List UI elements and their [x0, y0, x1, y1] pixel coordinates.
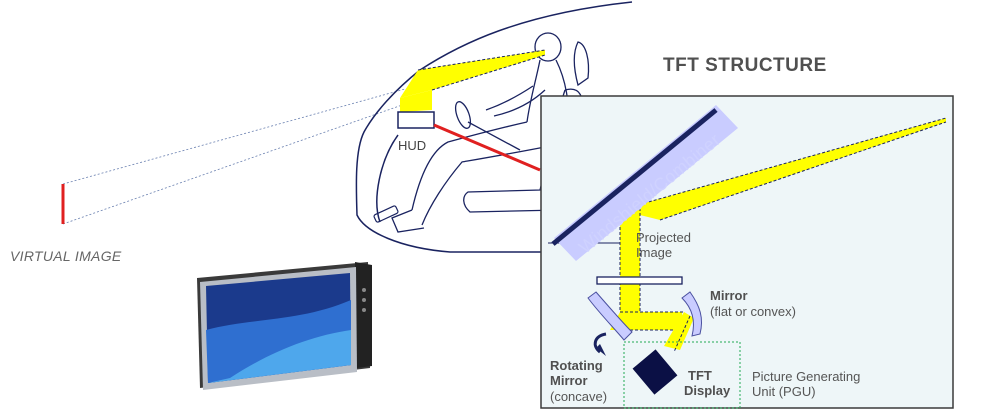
hud-line: [433, 123, 541, 172]
mirror-sublabel: (flat or convex): [710, 304, 796, 319]
monitor-button-icon: [362, 298, 366, 302]
projected-image-label-2: Image: [636, 245, 673, 260]
pedal: [373, 205, 399, 223]
tft-display-block: [632, 349, 678, 395]
hud-beam: [400, 49, 546, 112]
windshield-combiner: [551, 105, 738, 261]
driver-figure: [391, 32, 570, 233]
car-outline: [355, 1, 633, 253]
panel-beam: [610, 117, 947, 353]
hud-label: HUD: [398, 138, 427, 153]
pgu-label-1: Picture Generating: [752, 369, 861, 384]
pgu-label-2: Unit (PGU): [752, 384, 816, 399]
hud-unit: [397, 111, 435, 129]
virtual-image-projection: [61, 88, 406, 225]
pgu-box: [623, 341, 741, 409]
monitor-button-icon: [362, 288, 366, 292]
flat-plate: [596, 276, 683, 285]
steering-wheel: [454, 101, 472, 129]
rotation-arrow-icon: [593, 332, 607, 356]
tft-structure-panel: [540, 95, 954, 409]
rotating-mirror: [587, 291, 633, 341]
monitor-button-icon: [362, 308, 366, 312]
rotating-mirror-label-2: Mirror: [550, 373, 588, 388]
mirror: [681, 291, 703, 337]
tft-display-label-2: Display: [684, 383, 731, 398]
virtual-image-label: VIRTUAL IMAGE: [10, 248, 122, 264]
rotating-mirror-label-1: Rotating: [550, 358, 603, 373]
rotating-mirror-label-3: (concave): [550, 389, 608, 404]
tft-display-label-1: TFT: [688, 368, 712, 383]
driver-head: [534, 32, 562, 62]
mirror-label: Mirror: [710, 288, 748, 303]
diagram-title: TFT STRUCTURE: [663, 55, 827, 76]
monitor-image: [197, 262, 372, 390]
projected-image-label-1: Projected: [636, 230, 691, 245]
